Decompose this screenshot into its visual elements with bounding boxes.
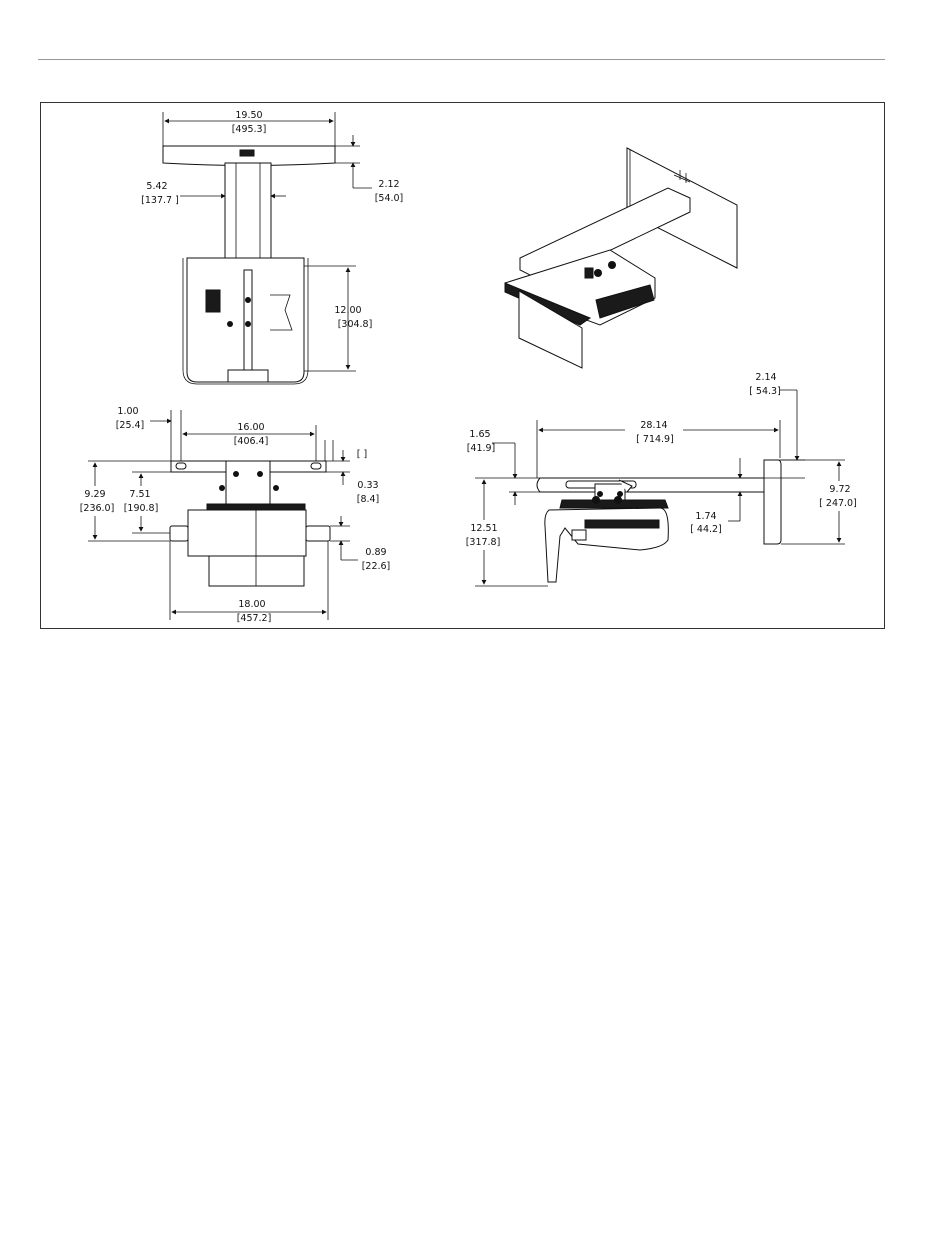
dim-plate-mm: [54.0] bbox=[375, 193, 404, 204]
plate-bolt bbox=[240, 150, 254, 156]
dim-drop-in: 12.51 bbox=[470, 523, 497, 534]
dim-rail-in: 16.00 bbox=[237, 422, 264, 433]
dim-plate-in: 2.12 bbox=[378, 179, 399, 190]
dim-mount-mm: [ 44.2] bbox=[690, 524, 722, 535]
dim-reach-in: 28.14 bbox=[640, 420, 667, 431]
dim-edge-mm: [25.4] bbox=[116, 420, 145, 431]
dim-gap-in: 0.33 bbox=[357, 480, 378, 491]
dim-edge-in: 1.00 bbox=[117, 406, 138, 417]
dim-base-mm: [457.2] bbox=[237, 613, 272, 624]
dim-depth-mm: [304.8] bbox=[338, 319, 373, 330]
dim-inner-mm: [190.8] bbox=[124, 503, 159, 514]
dim-wall-mm: [ 247.0] bbox=[819, 498, 857, 509]
side-view: 2.14 [ 54.3] 28.14 [ 714.9] 1.65 [41.9] … bbox=[462, 372, 862, 586]
dim-arm-side-in: 1.65 bbox=[469, 429, 490, 440]
dim-tab-mm: [22.6] bbox=[362, 561, 391, 572]
dim-height-in: 9.29 bbox=[84, 489, 105, 500]
dim-width-in: 19.50 bbox=[235, 110, 262, 121]
dim-top-in: 2.14 bbox=[755, 372, 776, 383]
dim-arm-side-mm: [41.9] bbox=[467, 443, 496, 454]
front-view: 1.00 [25.4] 16.00 [406.4] [ ] 0.33 [8.4]… bbox=[76, 406, 390, 624]
dim-width-mm: [495.3] bbox=[232, 124, 267, 135]
projector-front bbox=[188, 510, 306, 556]
latch bbox=[206, 290, 220, 312]
dim-rail-mm: [406.4] bbox=[234, 436, 269, 447]
dim-depth-in: 12.00 bbox=[334, 305, 361, 316]
top-view: 19.50 [495.3] 5.42 [137.7 ] 2.12 [54.0] … bbox=[141, 110, 403, 384]
dim-height-mm: [236.0] bbox=[80, 503, 115, 514]
dim-reach-mm: [ 714.9] bbox=[636, 434, 674, 445]
projector-side bbox=[545, 508, 669, 582]
dim-gap-mm: [8.4] bbox=[357, 494, 380, 505]
dim-arm-mm: [137.7 ] bbox=[141, 195, 179, 206]
wall-plate-side bbox=[764, 460, 781, 544]
dim-tab-in: 0.89 bbox=[365, 547, 386, 558]
dim-wall-in: 9.72 bbox=[829, 484, 850, 495]
dim-mount-in: 1.74 bbox=[695, 511, 716, 522]
dim-arm-in: 5.42 bbox=[146, 181, 167, 192]
dim-bracket-mm: [ ] bbox=[357, 449, 367, 460]
dim-base-in: 18.00 bbox=[238, 599, 265, 610]
mount-head bbox=[226, 461, 270, 506]
dim-drop-mm: [317.8] bbox=[466, 537, 501, 548]
dim-top-mm: [ 54.3] bbox=[749, 386, 781, 397]
isometric-view bbox=[505, 148, 737, 368]
dim-inner-in: 7.51 bbox=[129, 489, 150, 500]
